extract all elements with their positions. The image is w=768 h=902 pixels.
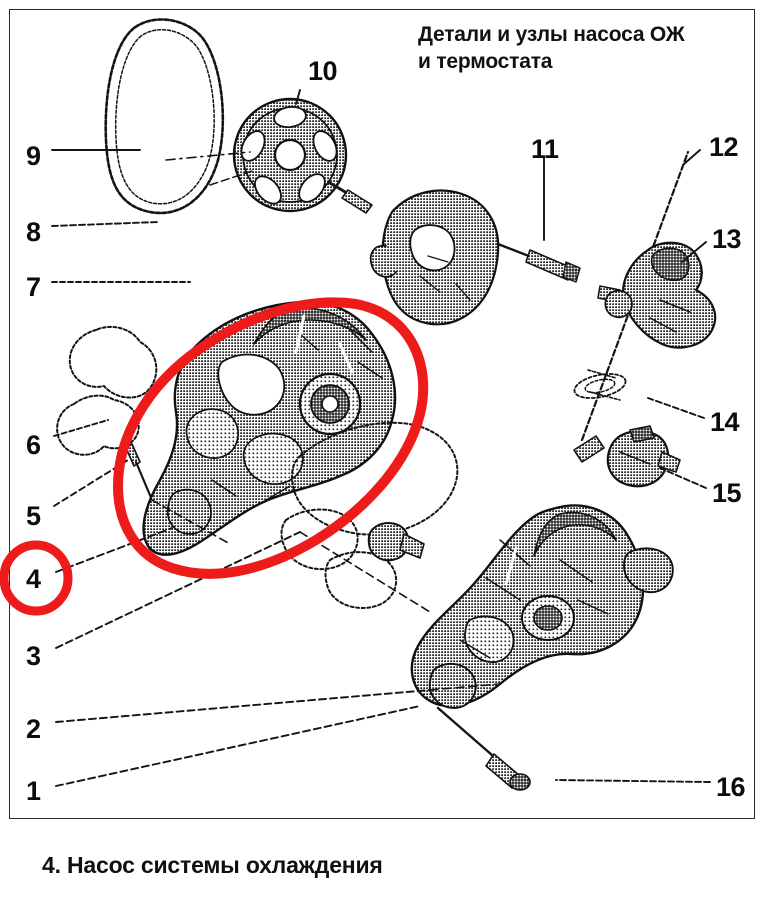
callout-1[interactable]: 1 [26,776,41,806]
diagram-title-line-1: Детали и узлы насоса ОЖ [418,23,685,46]
callout-7[interactable]: 7 [26,272,41,302]
diagram-frame-border [9,9,755,819]
callout-16[interactable]: 16 [716,772,746,802]
callout-3[interactable]: 3 [26,641,41,671]
red-oval-around-water-pump[interactable] [113,297,429,579]
callout-11[interactable]: 11 [531,134,559,164]
caption-area [0,824,768,902]
callout-12[interactable]: 12 [709,132,739,162]
callout-6[interactable]: 6 [26,430,41,460]
callout-4-highlighted[interactable]: 4 [26,564,41,594]
callout-2[interactable]: 2 [26,714,41,744]
callout-14[interactable]: 14 [710,407,740,437]
callout-9[interactable]: 9 [26,141,41,171]
callout-8[interactable]: 8 [26,217,41,247]
callout-10[interactable]: 10 [308,56,338,86]
callout-5[interactable]: 5 [26,501,41,531]
red-circle-around-callout-4[interactable] [0,540,73,616]
caption-label: 4. Насос системы охлаждения [42,852,383,878]
diagram-title-line-2: и термостата [418,49,553,73]
callout-15[interactable]: 15 [712,478,742,508]
diagram-title: Детали и узлы насоса ОЖ и термостата [418,22,748,76]
callout-13[interactable]: 13 [712,224,742,254]
